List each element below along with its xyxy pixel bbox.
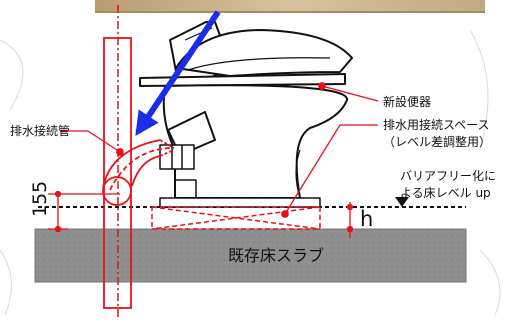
dimension-155 <box>48 190 120 233</box>
photo-strip <box>95 0 485 13</box>
toilet-drawing <box>139 21 353 208</box>
label-new-toilet: 新設便器 <box>383 94 431 109</box>
floor-level-marker <box>395 197 409 207</box>
drain-stack <box>103 37 132 309</box>
label-drain-pipe: 排水接続管 <box>10 123 70 138</box>
leader-lines <box>60 82 379 218</box>
blue-arrow <box>135 10 221 136</box>
dimension-155-label: 155 <box>29 181 51 217</box>
label-barrier-free-1: バリアフリー化に <box>400 169 496 183</box>
dimension-h-label: h <box>360 207 373 231</box>
existing-slab <box>34 228 467 283</box>
drain-connection-pipe <box>102 139 175 206</box>
label-barrier-free-2: よる床レベル up <box>400 186 491 200</box>
background-sketch <box>0 29 501 316</box>
photo-strip-shadow <box>95 11 485 13</box>
drain-space-box <box>151 206 321 230</box>
label-existing-slab: 既存床スラブ <box>228 246 324 265</box>
label-drain-space-1: 排水用接続スペース <box>383 117 490 132</box>
dimension-h <box>346 202 354 238</box>
label-drain-space-2: （レベル差調整用） <box>383 134 491 149</box>
